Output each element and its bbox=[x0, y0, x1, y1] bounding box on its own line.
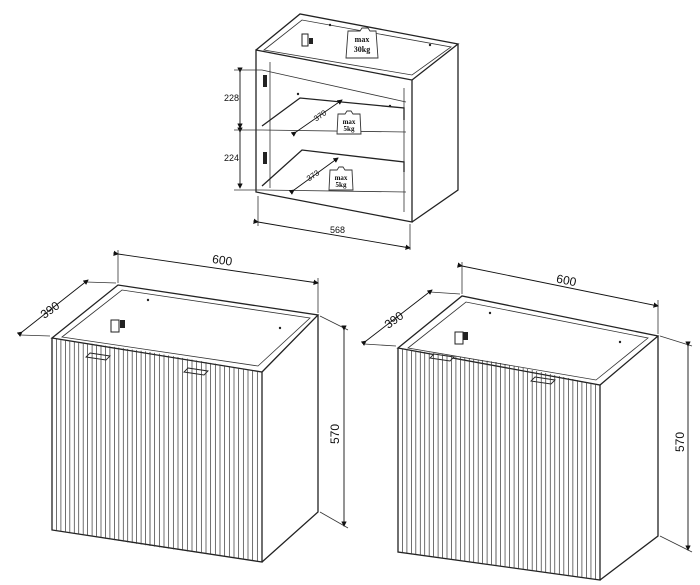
weight-badge: max 30kg bbox=[345, 27, 379, 59]
svg-text:30kg: 30kg bbox=[354, 45, 370, 54]
svg-text:5kg: 5kg bbox=[344, 125, 355, 133]
depth-lower-label: 373 bbox=[305, 168, 322, 183]
right-depth-label: 390 bbox=[382, 308, 407, 331]
left-height-label: 570 bbox=[328, 424, 342, 444]
width-label: 568 bbox=[330, 225, 345, 235]
mounting-bracket-icon bbox=[463, 332, 468, 340]
right-width-label: 600 bbox=[555, 272, 578, 290]
mounting-bracket-icon bbox=[301, 33, 309, 47]
fluted-door-right bbox=[500, 363, 596, 580]
svg-text:max: max bbox=[355, 35, 370, 44]
height-lower-label: 224 bbox=[224, 153, 239, 163]
handle-right bbox=[530, 376, 556, 385]
left-cabinet-drawing: 600 390 570 bbox=[16, 250, 349, 563]
mounting-bracket-icon bbox=[120, 320, 125, 328]
weight-badge: max 5kg bbox=[336, 110, 362, 135]
hinge-icon bbox=[263, 152, 267, 164]
svg-text:5kg: 5kg bbox=[336, 181, 347, 189]
left-depth-label: 390 bbox=[38, 298, 63, 321]
cabinet-front-face bbox=[255, 49, 413, 223]
fluted-door-left bbox=[56, 338, 146, 546]
weight-badge: max 5kg bbox=[328, 166, 354, 191]
height-upper-label: 228 bbox=[224, 93, 239, 103]
handle-left bbox=[85, 352, 111, 361]
left-width-label: 600 bbox=[211, 252, 233, 269]
top-cabinet-interior-drawing: 228 224 370 373 568 max 30kg max 5kg max… bbox=[224, 13, 460, 250]
hinge-icon bbox=[263, 75, 267, 87]
depth-upper-label: 370 bbox=[312, 108, 329, 123]
fluted-door-right bbox=[154, 352, 258, 562]
svg-text:max: max bbox=[335, 174, 348, 182]
fluted-door-left bbox=[402, 348, 492, 566]
right-height-label: 570 bbox=[673, 432, 687, 452]
right-cabinet-drawing: 600 390 570 bbox=[360, 262, 693, 581]
svg-text:max: max bbox=[343, 118, 356, 126]
